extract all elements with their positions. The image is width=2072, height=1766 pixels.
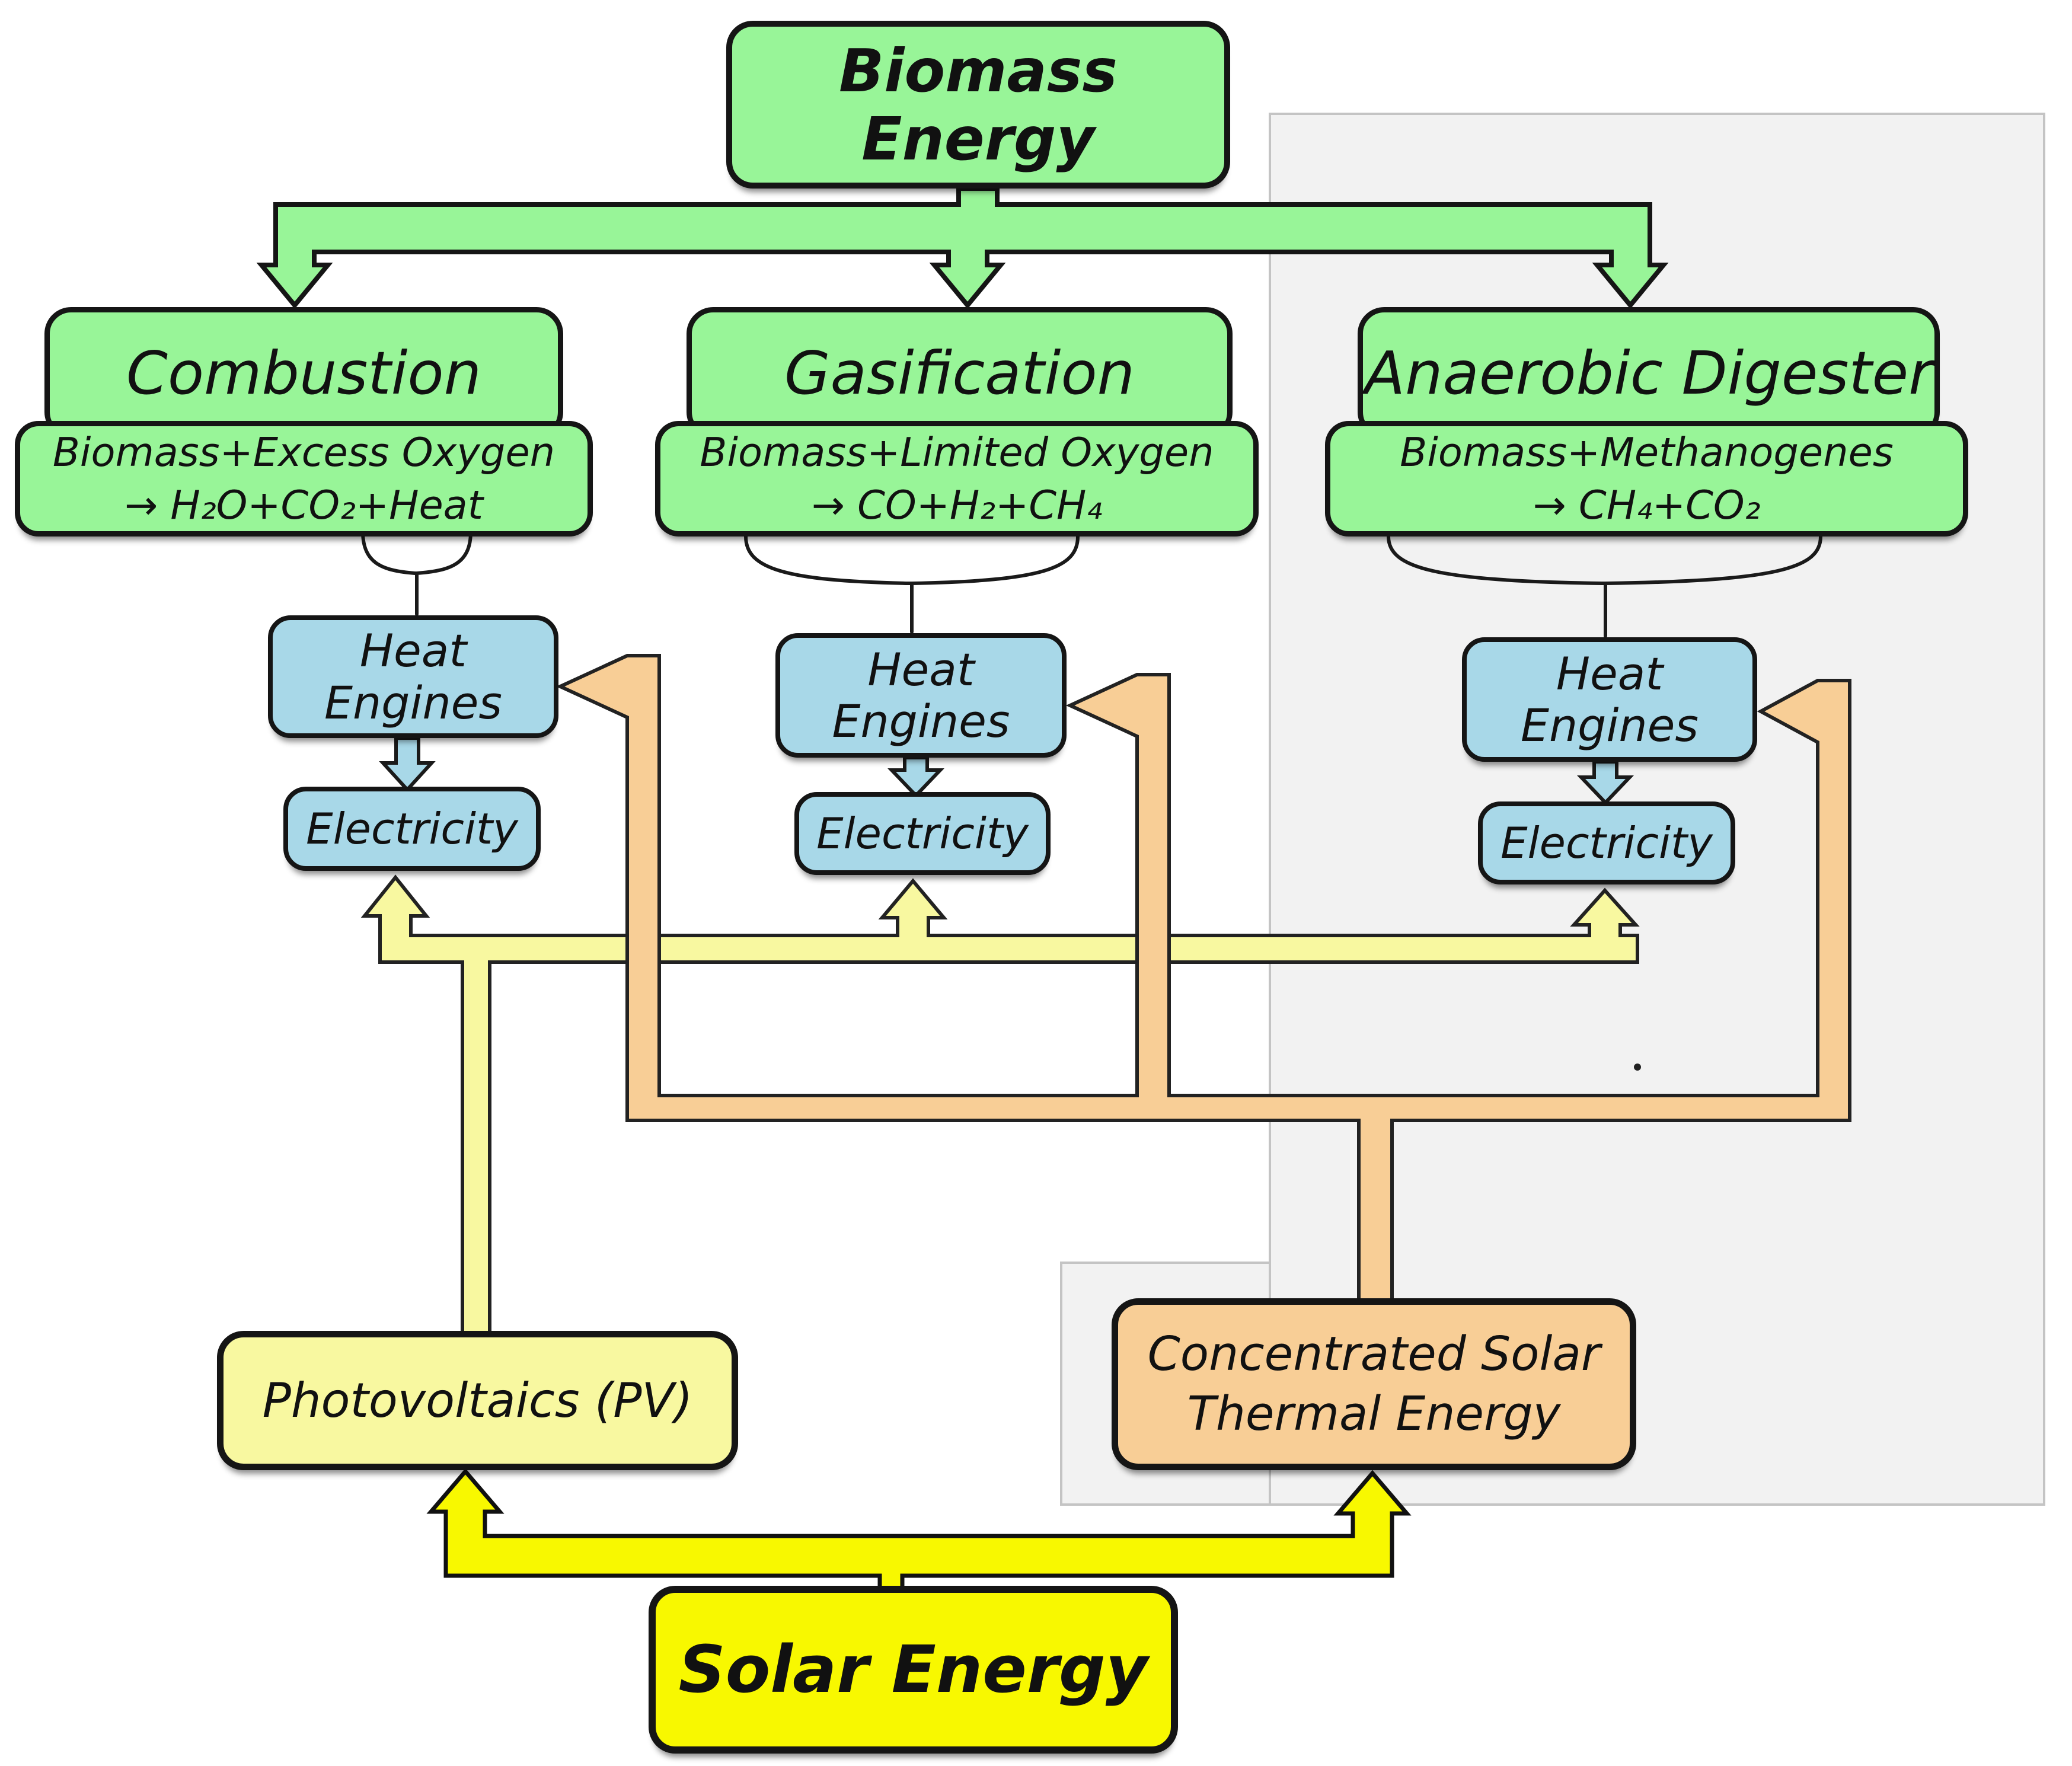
arrow-he-elec-right [1576,760,1634,806]
node-biomass-energy-label: Biomass Energy [839,36,1118,174]
node-anaerobic-digester: Anaerobic Digester [1358,307,1940,439]
node-electricity-1: Electricity [283,787,541,871]
node-anaerobic-digester-label: Anaerobic Digester [1364,338,1933,408]
solar-energy-label: Solar Energy [678,1631,1148,1708]
heat-engines-3-label: Heat Engines [1520,647,1699,752]
node-electricity-3: Electricity [1478,801,1735,884]
anaerobic-formula-line2: → CH₄+CO₂ [1533,481,1761,528]
arrow-he-elec-left [379,736,436,793]
concentrated-solar-line1: Concentrated Solar [1147,1326,1601,1381]
node-combustion-label: Combustion [126,338,481,408]
gasification-formula-line1: Biomass+Limited Oxygen [700,429,1214,476]
node-anaerobic-formula: Biomass+Methanogenes → CH₄+CO₂ [1325,421,1968,536]
node-gasification: Gasification [687,307,1233,439]
artifact-dot [1634,1064,1641,1071]
biomass-branch-arrow [256,186,1669,309]
concentrated-solar-line2: Thermal Energy [1187,1387,1561,1441]
brace-combustion [361,530,472,616]
gasification-formula-line2: → CO+H₂+CH₄ [811,481,1103,528]
node-combustion: Combustion [44,307,563,439]
node-gasification-label: Gasification [784,338,1135,408]
cst-heat-pipe [555,654,1851,1303]
heat-engines-2-label: Heat Engines [832,643,1010,748]
node-biomass-energy: Biomass Energy [726,21,1230,189]
electricity-1-label: Electricity [306,803,518,854]
node-combustion-formula: Biomass+Excess Oxygen → H₂O+CO₂+Heat [15,421,593,536]
electricity-3-label: Electricity [1500,817,1713,868]
photovoltaics-label: Photovoltaics (PV) [262,1372,693,1428]
node-heat-engines-2: Heat Engines [775,633,1067,758]
node-photovoltaics: Photovoltaics (PV) [217,1331,738,1470]
node-gasification-formula: Biomass+Limited Oxygen → CO+H₂+CH₄ [655,421,1259,536]
combustion-formula-line1: Biomass+Excess Oxygen [52,429,555,476]
node-concentrated-solar-thermal: Concentrated Solar Thermal Energy [1112,1298,1636,1470]
arrow-he-elec-mid [887,756,945,799]
anaerobic-formula-line1: Biomass+Methanogenes [1400,429,1894,476]
pv-electricity-pipe [360,874,1640,1336]
solar-feed-arrow [426,1468,1412,1592]
brace-anaerobic [1387,535,1822,638]
combustion-formula-line2: → H₂O+CO₂+Heat [124,481,483,528]
node-heat-engines-1: Heat Engines [268,615,558,738]
heat-engines-1-label: Heat Engines [324,624,503,729]
electricity-2-label: Electricity [816,808,1029,858]
brace-gasification [744,535,1080,634]
node-heat-engines-3: Heat Engines [1462,637,1757,762]
node-solar-energy: Solar Energy [649,1586,1178,1754]
node-electricity-2: Electricity [794,792,1051,875]
